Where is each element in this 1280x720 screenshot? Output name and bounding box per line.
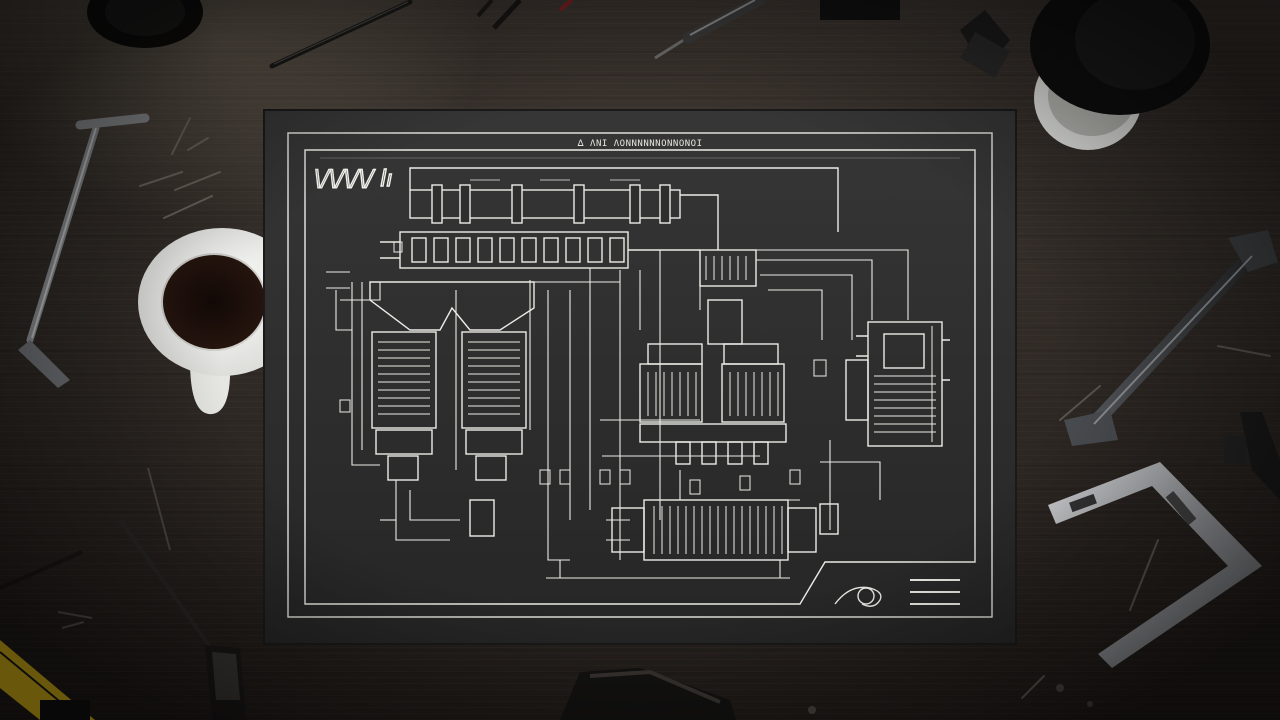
screwdriver-bottom-left [118, 518, 246, 720]
pen-top [269, 0, 413, 69]
pencils-top [476, 0, 574, 30]
pin-tools-left-bottom [0, 467, 171, 629]
clamp-top [820, 0, 1010, 78]
tool-right-edge [1224, 412, 1280, 500]
desk-lamp-top-right [1030, 0, 1210, 150]
blueprint-title: ᐃ ΛΝΙ ΛΟΝΝΝΝΝΝΟΝΝΟΝΟΙ [577, 139, 702, 149]
camera-lens-top-left [87, 0, 203, 48]
hex-key-left [18, 113, 150, 388]
small-nails-left [139, 117, 221, 219]
screws-bottom [808, 684, 1093, 714]
tape-measure-bottom-left [0, 640, 95, 720]
screwdriver-top [654, 0, 766, 60]
object-bottom-center [560, 668, 736, 720]
bracket-right [1048, 462, 1262, 668]
blueprint-logo: \/\/\/\/ lı [314, 167, 393, 192]
